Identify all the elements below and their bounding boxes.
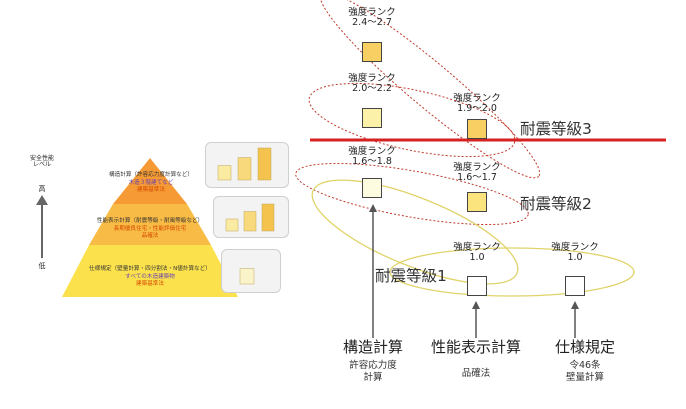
rank-box-2-4-2-7 [362,42,382,62]
tier-line2: 長期優良住宅・性能評価住宅 [113,225,187,232]
tier-title: 構造計算（許容応力度計算など） [109,172,193,178]
rank-label-6: 強度ランク 1.0 [445,243,509,263]
mini-bar [237,157,252,181]
axis-arrow-head [36,195,48,205]
rank-label-4: 強度ランク 1.6〜1.8 [340,147,404,167]
rank-label-3: 強度ランク 1.9〜2.0 [445,94,509,114]
rank-range: 2.4〜2.7 [352,16,392,28]
rank-title: 強度ランク [348,73,396,84]
rank-box-1-0-performance [467,276,487,296]
method-spec-sub: 令46条 壁量計算 [565,360,604,383]
tier-line3: 建築基準法 [137,187,165,194]
rank-title: 強度ランク [453,242,501,253]
rank-range: 1.0 [567,251,583,263]
rank-title: 強度ランク [348,146,396,157]
rank-box-1-6-1-7 [467,192,487,212]
ellipse-grade3-lower [308,82,516,158]
method-structural-sub: 許容応力度 計算 [349,360,397,383]
rank-box-1-9-2-0 [467,119,487,139]
arrow-structural-head [369,204,377,212]
mini-bar [261,203,275,232]
axis-low-label: 低 [38,262,46,270]
tier-line2: 木造３階建てなど [128,179,174,186]
grade2-label: 耐震等級2 [520,195,592,213]
tier-line3: 品確法 [141,233,159,240]
rank-range: 1.6〜1.8 [352,155,392,167]
mini-bar [239,268,255,285]
tier-title: 仕様規定（壁量計算・四分割法・N値計算など） [89,266,211,272]
tier-title: 性能表示計算（耐震等級・耐風等級など） [96,218,204,224]
method-structural-calc: 構造計算 [342,338,403,356]
mini-bar [217,165,232,181]
rank-range: 2.0〜2.2 [352,82,392,94]
rank-range: 1.0 [469,251,485,263]
rank-box-1-0-spec [565,276,585,296]
rank-range: 1.9〜2.0 [457,102,497,114]
ellipse-grade1-structural [311,179,519,285]
method-performance-calc: 性能表示計算 [430,338,521,356]
arrow-performance-head [472,301,480,309]
axis-title: 安全性能 レベル [29,155,54,169]
mini-bar [257,147,272,181]
arrow-spec-head [571,301,579,309]
method-spec-rule: 仕様規定 [554,338,615,356]
rank-label-2: 強度ランク 2.0〜2.2 [340,74,404,94]
pyramid-label-middle: 性能表示計算（耐震等級・耐風等級など） 長期優良住宅・性能評価住宅 品確法 [82,218,218,241]
mini-bar [243,211,257,232]
grade3-label: 耐震等級3 [520,120,592,138]
tier-line3: 建築基準法 [136,281,164,288]
mini-bar [225,218,239,232]
pyramid-label-top: 構造計算（許容応力度計算など） 木造３階建てなど 建築基準法 [93,172,209,195]
rank-title: 強度ランク [453,93,501,104]
rank-box-2-0-2-2 [362,108,382,128]
rank-range: 1.6〜1.7 [457,171,497,183]
rank-title: 強度ランク [551,242,599,253]
rank-label-1: 強度ランク 2.4〜2.7 [340,8,404,28]
rank-label-5: 強度ランク 1.6〜1.7 [445,163,509,183]
ellipse-grade1-spec [389,247,635,297]
tier-line2: すべての木造建築物 [125,273,175,280]
rank-box-1-6-1-8 [362,178,382,198]
axis-high-label: 高 [38,185,46,193]
rank-title: 強度ランク [348,7,396,18]
pyramid-tier-top [113,158,187,204]
rank-title: 強度ランク [453,162,501,173]
pyramid-label-bottom: 仕様規定（壁量計算・四分割法・N値計算など） すべての木造建築物 建築基準法 [70,266,230,289]
pyramid-tier-middle [89,204,211,245]
rank-label-7: 強度ランク 1.0 [543,243,607,263]
grade1-label: 耐震等級1 [375,267,447,285]
method-performance-sub: 品確法 [461,368,491,379]
pyramid-tier-bottom [62,245,238,297]
